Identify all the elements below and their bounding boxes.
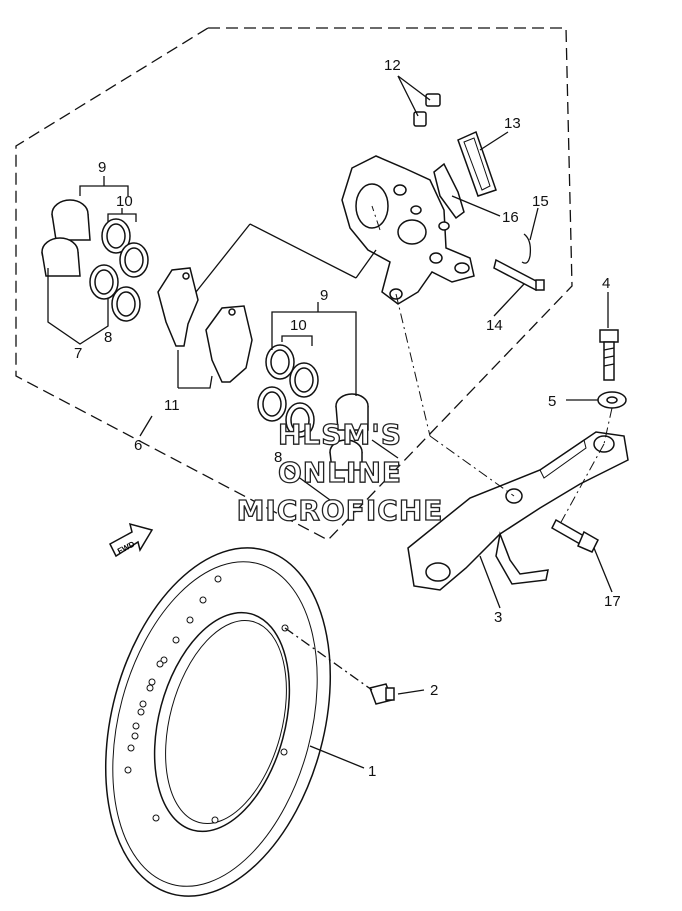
center-lines bbox=[371, 205, 613, 525]
piston bbox=[41, 199, 91, 277]
bracket-bolt bbox=[551, 518, 599, 553]
pad-spring bbox=[433, 162, 465, 220]
label-8-left: 8 bbox=[104, 329, 112, 346]
assembly-boundary bbox=[15, 27, 573, 541]
label-8-right: 8 bbox=[274, 449, 282, 466]
watermark-line-1: HLSM'S bbox=[278, 418, 402, 451]
watermark-line-2: ONLINE bbox=[278, 456, 402, 489]
label-16: 16 bbox=[502, 209, 519, 226]
label-4: 4 bbox=[602, 275, 610, 292]
brake-pad bbox=[157, 267, 253, 383]
watermark: HLSM'S ONLINE MICROFICHE bbox=[236, 417, 444, 527]
piston-seal bbox=[89, 218, 149, 322]
label-3: 3 bbox=[494, 609, 502, 626]
label-13: 13 bbox=[504, 115, 521, 132]
washer bbox=[597, 391, 627, 409]
label-9-left: 9 bbox=[98, 159, 106, 176]
label-11: 11 bbox=[164, 397, 180, 414]
caliper-body bbox=[341, 155, 475, 305]
leader-lines bbox=[47, 75, 613, 769]
label-9-right: 9 bbox=[320, 287, 328, 304]
mounting-bolt bbox=[599, 329, 619, 381]
pad-pin bbox=[493, 258, 545, 292]
label-2: 2 bbox=[430, 682, 438, 699]
label-10-right: 10 bbox=[290, 317, 307, 334]
caliper-bracket bbox=[407, 431, 629, 591]
label-1: 1 bbox=[368, 763, 376, 780]
fwd-arrow: FWD bbox=[109, 522, 154, 558]
piston-seal bbox=[257, 344, 319, 438]
bleed-screw bbox=[413, 93, 441, 127]
label-14: 14 bbox=[486, 317, 503, 334]
piston bbox=[329, 393, 369, 471]
disc-bolt bbox=[369, 683, 395, 705]
label-7: 7 bbox=[74, 345, 82, 362]
brake-disc bbox=[104, 547, 332, 897]
watermark-line-3: MICROFICHE bbox=[237, 494, 444, 527]
pin-clip bbox=[521, 233, 532, 264]
label-17: 17 bbox=[604, 593, 621, 610]
pad-shim bbox=[457, 130, 497, 197]
label-10-left: 10 bbox=[116, 193, 133, 210]
label-6: 6 bbox=[134, 437, 142, 454]
label-12: 12 bbox=[384, 57, 401, 74]
label-5: 5 bbox=[548, 393, 556, 410]
label-15: 15 bbox=[532, 193, 549, 210]
